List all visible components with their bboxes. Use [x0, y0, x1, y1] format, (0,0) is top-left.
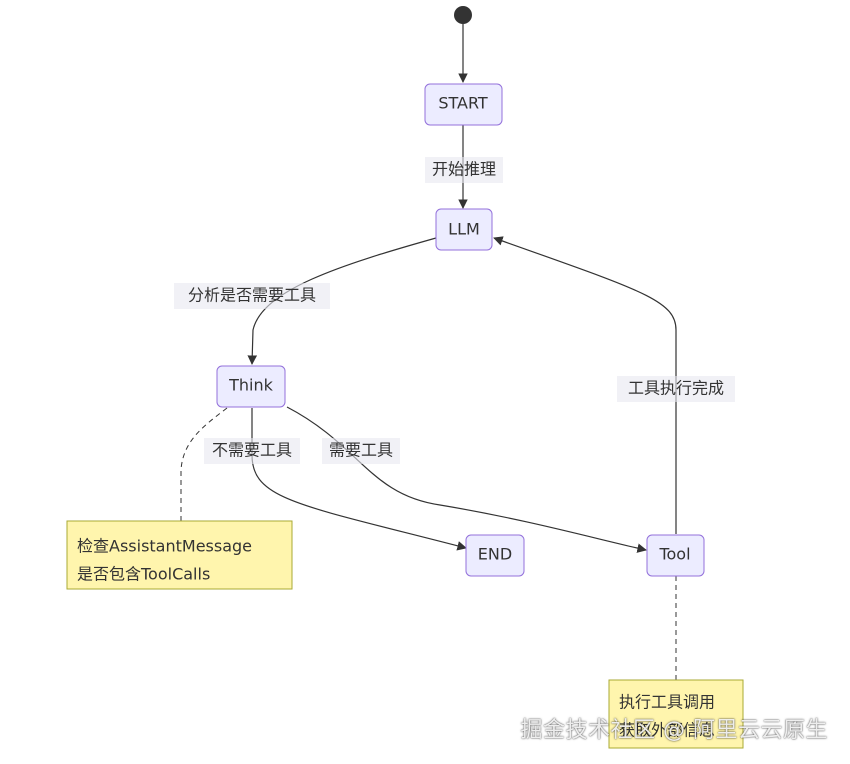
- svg-text:Think: Think: [228, 376, 274, 395]
- state-think[interactable]: Think: [216, 365, 286, 408]
- edge-think-end: [251, 408, 467, 551]
- state-llm[interactable]: LLM: [435, 208, 493, 251]
- svg-text:LLM: LLM: [448, 220, 480, 239]
- edge-llm-think: [247, 237, 437, 365]
- svg-text:开始推理: 开始推理: [432, 160, 496, 179]
- svg-text:START: START: [438, 94, 488, 113]
- edge-label-tool-llm: 工具执行完成: [617, 376, 735, 402]
- edge-tool-llm: [493, 236, 677, 534]
- initial-state-dot: [454, 6, 472, 24]
- note-tool: 执行工具调用 获取外部信息: [608, 679, 744, 749]
- note-think: 检查AssistantMessage 是否包含ToolCalls: [66, 520, 293, 590]
- svg-text:不需要工具: 不需要工具: [212, 441, 292, 460]
- edge-label-start-llm: 开始推理: [425, 157, 503, 183]
- note-link-think: [180, 407, 228, 521]
- note-think-line-2: 是否包含ToolCalls: [77, 565, 210, 584]
- svg-text:分析是否需要工具: 分析是否需要工具: [188, 286, 316, 305]
- svg-text:需要工具: 需要工具: [329, 441, 393, 460]
- state-end[interactable]: END: [465, 534, 525, 577]
- note-think-line-1: 检查AssistantMessage: [77, 537, 252, 556]
- state-tool[interactable]: Tool: [646, 534, 705, 577]
- edge-label-llm-think: 分析是否需要工具: [174, 283, 330, 309]
- svg-text:Tool: Tool: [658, 545, 690, 564]
- edge-think-tool: [286, 406, 647, 553]
- svg-text:END: END: [478, 545, 512, 564]
- edge-label-think-end: 不需要工具: [204, 438, 300, 464]
- svg-text:工具执行完成: 工具执行完成: [628, 379, 724, 398]
- state-start[interactable]: START: [424, 83, 503, 126]
- note-tool-line-2: 获取外部信息: [619, 721, 715, 740]
- watermark: 掘金技术社区 @ 阿里云云原生: [520, 718, 828, 743]
- edge-label-think-tool: 需要工具: [322, 438, 400, 464]
- note-tool-line-1: 执行工具调用: [619, 693, 715, 712]
